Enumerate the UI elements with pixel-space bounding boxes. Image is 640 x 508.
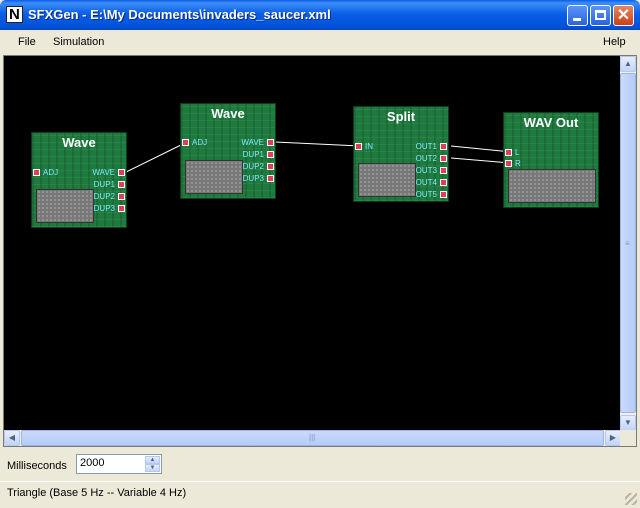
port-label-wave: WAVE (92, 168, 115, 177)
module-wave-2[interactable]: Wave ADJ WAVE DUP1 DUP2 DUP3 (180, 103, 276, 199)
port-label-dup2: DUP2 (93, 192, 115, 201)
port-label-out1: OUT1 (415, 142, 437, 151)
patch-canvas[interactable]: Wave ADJ WAVE DUP1 DUP2 DUP3 Wave ADJ WA… (4, 56, 621, 431)
wire-wave2-to-split (274, 141, 361, 147)
close-icon: ✕ (616, 7, 631, 24)
milliseconds-label: Milliseconds (7, 460, 67, 472)
menu-simulation[interactable]: Simulation (53, 36, 105, 48)
wire-wave1-to-wave2 (125, 141, 188, 173)
ic-chip-image (508, 169, 596, 203)
minimize-button[interactable] (567, 5, 588, 26)
module-title: Split (386, 109, 416, 124)
port-label-dup1: DUP1 (242, 150, 264, 159)
vertical-scrollbar[interactable]: ▲ ≡ ▼ (620, 56, 636, 431)
port-in[interactable] (355, 143, 362, 150)
scroll-right-icon[interactable]: ▶ (605, 430, 621, 446)
app-icon-letter: N (9, 6, 20, 23)
scroll-grip-icon: ≡ (625, 239, 630, 248)
wire-split-out2-to-r (450, 157, 512, 164)
app-icon[interactable]: N (6, 6, 23, 23)
status-bar: Triangle (Base 5 Hz -- Variable 4 Hz) (0, 481, 640, 508)
status-text: Triangle (Base 5 Hz -- Variable 4 Hz) (7, 487, 187, 499)
port-dup2[interactable] (267, 163, 274, 170)
port-dup3[interactable] (118, 205, 125, 212)
resize-grip-icon[interactable] (625, 493, 637, 505)
scroll-down-icon[interactable]: ▼ (620, 415, 636, 431)
minimize-icon (573, 18, 581, 21)
port-dup3[interactable] (267, 175, 274, 182)
port-label-in: IN (365, 142, 373, 151)
port-label-adj: ADJ (192, 138, 208, 147)
window-title: SFXGen - E:\My Documents\invaders_saucer… (28, 7, 331, 22)
spin-down-icon[interactable]: ▼ (145, 464, 160, 472)
scroll-grip-icon: ||| (309, 433, 316, 442)
title-bar[interactable]: N SFXGen - E:\My Documents\invaders_sauc… (0, 0, 640, 30)
port-label-dup3: DUP3 (242, 174, 264, 183)
port-out4[interactable] (440, 179, 447, 186)
module-split[interactable]: Split IN OUT1 OUT2 OUT3 OUT4 OUT5 (353, 106, 449, 202)
maximize-button[interactable] (590, 5, 611, 26)
spin-up-icon[interactable]: ▲ (145, 456, 160, 464)
module-title: WAV Out (523, 115, 579, 130)
port-adj[interactable] (33, 169, 40, 176)
port-label-dup1: DUP1 (93, 180, 115, 189)
port-label-out5: OUT5 (415, 190, 437, 199)
menu-file[interactable]: File (18, 36, 36, 48)
horizontal-scrollbar[interactable]: ◀ ||| ▶ (4, 430, 621, 446)
port-adj[interactable] (182, 139, 189, 146)
port-out2[interactable] (440, 155, 447, 162)
menu-help[interactable]: Help (603, 36, 626, 48)
port-label-out3: OUT3 (415, 166, 437, 175)
scroll-up-icon[interactable]: ▲ (620, 56, 636, 72)
port-label-dup2: DUP2 (242, 162, 264, 171)
menu-bar: File Simulation Help (0, 30, 640, 54)
ic-chip-image (36, 189, 94, 223)
milliseconds-spinbox[interactable]: 2000 ▲ ▼ (76, 454, 162, 474)
scroll-left-icon[interactable]: ◀ (4, 430, 20, 446)
wires (125, 141, 512, 173)
patch-canvas-frame: Wave ADJ WAVE DUP1 DUP2 DUP3 Wave ADJ WA… (3, 55, 637, 447)
milliseconds-value[interactable]: 2000 (80, 457, 105, 469)
port-label-out2: OUT2 (415, 154, 437, 163)
vertical-scroll-thumb[interactable]: ≡ (620, 73, 636, 413)
port-out1[interactable] (440, 143, 447, 150)
wire-split-out1-to-l (450, 145, 512, 153)
port-out5[interactable] (440, 191, 447, 198)
module-title: Wave (211, 106, 245, 121)
module-wav-out[interactable]: WAV Out L R (503, 112, 599, 208)
port-label-wave: WAVE (241, 138, 264, 147)
port-wave[interactable] (267, 139, 274, 146)
module-wave-1[interactable]: Wave ADJ WAVE DUP1 DUP2 DUP3 (31, 132, 127, 228)
module-title: Wave (62, 135, 96, 150)
port-dup1[interactable] (267, 151, 274, 158)
port-out3[interactable] (440, 167, 447, 174)
port-label-out4: OUT4 (415, 178, 437, 187)
port-label-dup3: DUP3 (93, 204, 115, 213)
port-l[interactable] (505, 149, 512, 156)
close-button[interactable]: ✕ (613, 5, 634, 26)
port-dup2[interactable] (118, 193, 125, 200)
port-label-l: L (515, 148, 520, 157)
port-dup1[interactable] (118, 181, 125, 188)
ic-chip-image (185, 160, 243, 194)
ic-chip-image (358, 163, 416, 197)
port-label-r: R (515, 159, 521, 168)
port-wave[interactable] (118, 169, 125, 176)
maximize-icon (595, 10, 606, 20)
scroll-corner (620, 430, 636, 446)
port-label-adj: ADJ (43, 168, 59, 177)
port-r[interactable] (505, 160, 512, 167)
horizontal-scroll-thumb[interactable]: ||| (21, 430, 604, 446)
